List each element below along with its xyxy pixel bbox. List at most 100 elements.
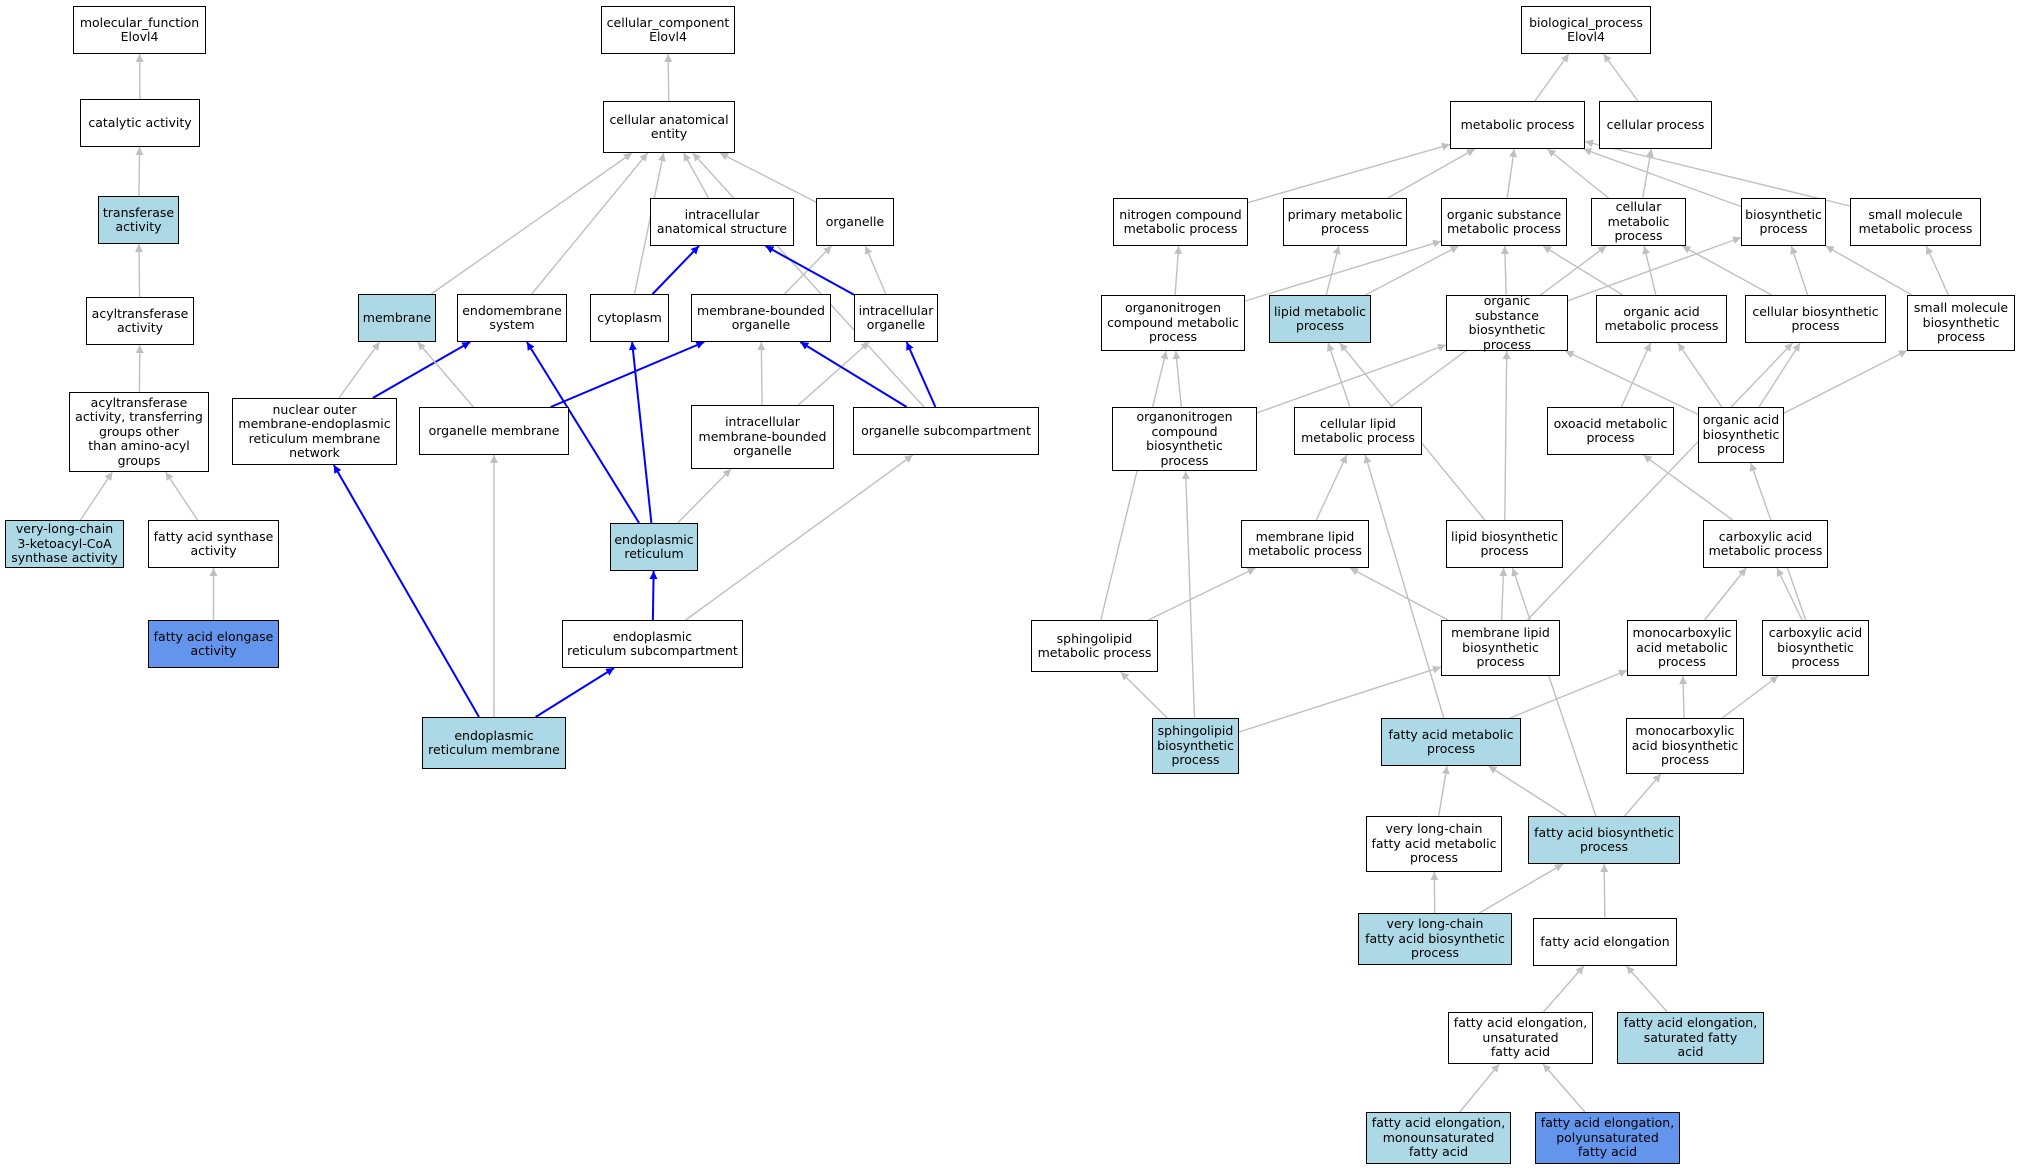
is-a-edge	[1499, 567, 1508, 621]
go-term-node[interactable]: organonitrogen compound biosynthetic pro…	[1112, 407, 1257, 471]
go-term-node[interactable]: biosynthetic process	[1741, 198, 1826, 246]
go-term-node[interactable]: cytoplasm	[590, 294, 669, 342]
is-a-edge	[1488, 765, 1567, 817]
go-term-node[interactable]: organic substance biosynthetic process	[1446, 293, 1568, 351]
is-a-edge	[165, 471, 199, 521]
go-term-node[interactable]: intracellular anatomical structure	[650, 198, 794, 246]
is-a-edge	[1172, 350, 1182, 408]
go-term-node[interactable]: sphingolipid biosynthetic process	[1152, 718, 1239, 774]
go-term-node[interactable]: endoplasmic reticulum membrane	[422, 717, 566, 769]
part-of-edge	[651, 245, 700, 295]
is-a-edge	[1256, 343, 1447, 414]
go-term-node[interactable]: fatty acid elongation, unsaturated fatty…	[1448, 1012, 1593, 1064]
is-a-edge	[1600, 863, 1609, 919]
go-term-node[interactable]: oxoacid metabolic process	[1547, 407, 1674, 455]
part-of-edge	[649, 570, 658, 621]
is-a-edge	[1776, 567, 1803, 621]
go-term-node[interactable]: cellular lipid metabolic process	[1294, 407, 1422, 455]
is-a-edge	[1677, 342, 1723, 408]
go-term-node[interactable]: sphingolipid metabolic process	[1031, 620, 1158, 672]
is-a-edge	[1790, 245, 1809, 296]
is-a-edge	[1438, 765, 1450, 817]
go-term-node[interactable]: fatty acid elongase activity	[148, 620, 279, 668]
is-a-edge	[1244, 239, 1442, 302]
go-term-node[interactable]: cellular metabolic process	[1591, 198, 1686, 246]
is-a-edge	[1502, 350, 1511, 521]
is-a-edge	[1500, 245, 1509, 296]
go-term-node[interactable]: membrane	[358, 294, 436, 342]
is-a-edge	[430, 152, 633, 295]
is-a-edge	[682, 152, 710, 199]
go-term-node[interactable]: cellular anatomical entity	[603, 101, 735, 153]
go-term-node[interactable]: small molecule biosynthetic process	[1907, 295, 2015, 351]
go-term-node[interactable]: cellular_component Elovl4	[601, 6, 735, 54]
go-term-node[interactable]: endoplasmic reticulum subcompartment	[562, 620, 743, 668]
is-a-edge	[1363, 454, 1445, 719]
go-term-node[interactable]: small molecule metabolic process	[1850, 198, 1981, 246]
is-a-edge	[1181, 470, 1196, 719]
go-term-node[interactable]: transferase activity	[98, 196, 179, 244]
is-a-edge	[1174, 245, 1183, 296]
go-term-node[interactable]: monocarboxylic acid metabolic process	[1627, 620, 1737, 676]
go-term-node[interactable]: fatty acid synthase activity	[148, 520, 279, 568]
is-a-edge	[664, 53, 673, 102]
go-term-node[interactable]: endoplasmic reticulum	[610, 523, 698, 571]
go-term-node[interactable]: cellular biosynthetic process	[1745, 295, 1886, 343]
go-term-node[interactable]: catalytic activity	[80, 99, 200, 147]
is-a-edge	[692, 152, 925, 408]
go-term-node[interactable]: very long-chain fatty acid biosynthetic …	[1358, 913, 1512, 965]
go-term-node[interactable]: fatty acid elongation, saturated fatty a…	[1617, 1012, 1764, 1064]
go-term-node[interactable]: membrane lipid biosynthetic process	[1441, 620, 1560, 676]
is-a-edge	[1679, 675, 1688, 719]
go-term-node[interactable]: carboxylic acid metabolic process	[1703, 520, 1828, 568]
go-term-node[interactable]: nitrogen compound metabolic process	[1113, 198, 1248, 246]
go-term-node[interactable]: intracellular organelle	[854, 294, 938, 342]
go-term-node[interactable]: intracellular membrane-bounded organelle	[691, 405, 834, 469]
go-term-node[interactable]: fatty acid elongation	[1533, 918, 1677, 966]
go-term-node[interactable]: organelle subcompartment	[853, 407, 1039, 455]
is-a-edge	[1546, 148, 1610, 199]
is-a-edge	[1506, 148, 1518, 199]
go-term-node[interactable]: organonitrogen compound metabolic proces…	[1101, 295, 1245, 351]
part-of-edge	[799, 341, 908, 408]
go-term-node[interactable]: primary metabolic process	[1283, 198, 1407, 246]
is-a-edge	[1642, 245, 1657, 296]
go-term-node[interactable]: organic substance metabolic process	[1441, 198, 1567, 246]
go-term-node[interactable]: very-long-chain 3-ketoacyl-CoA synthase …	[5, 520, 124, 568]
is-a-edge	[1825, 245, 1913, 296]
go-term-node[interactable]: lipid metabolic process	[1269, 295, 1371, 343]
go-term-node[interactable]: nuclear outer membrane-endoplasmic retic…	[232, 398, 397, 465]
go-term-node[interactable]: molecular_function Elovl4	[73, 6, 206, 54]
go-term-node[interactable]: organelle membrane	[419, 407, 569, 455]
go-term-node[interactable]: organic acid biosynthetic process	[1698, 407, 1784, 463]
is-a-edge	[864, 245, 887, 295]
go-term-node[interactable]: monocarboxylic acid biosynthetic process	[1626, 718, 1744, 774]
go-term-node[interactable]: organic acid metabolic process	[1596, 295, 1727, 343]
is-a-edge	[1620, 342, 1652, 408]
go-term-node[interactable]: membrane-bounded organelle	[691, 294, 831, 342]
is-a-edge	[1365, 245, 1459, 296]
is-a-edge	[338, 341, 381, 399]
go-term-node[interactable]: biological_process Elovl4	[1521, 6, 1651, 54]
go-term-node[interactable]: acyltransferase activity	[86, 297, 194, 345]
go-term-node[interactable]: fatty acid metabolic process	[1381, 718, 1521, 766]
is-a-edge	[1238, 665, 1442, 733]
is-a-edge	[1642, 454, 1734, 521]
go-term-node[interactable]: metabolic process	[1450, 101, 1585, 149]
go-term-node[interactable]: fatty acid elongation, polyunsaturated f…	[1535, 1112, 1680, 1164]
go-term-node[interactable]: endomembrane system	[457, 294, 567, 342]
go-term-node[interactable]: acyltransferase activity, transferring g…	[69, 392, 209, 472]
is-a-edge	[1247, 142, 1451, 204]
is-a-edge	[1100, 350, 1169, 621]
go-term-node[interactable]: organelle	[816, 198, 894, 246]
go-term-node[interactable]: lipid biosynthetic process	[1446, 520, 1563, 568]
go-term-node[interactable]: membrane lipid metabolic process	[1241, 520, 1369, 568]
go-term-node[interactable]: carboxylic acid biosynthetic process	[1762, 620, 1869, 676]
go-term-node[interactable]: cellular process	[1599, 101, 1712, 149]
go-term-node[interactable]: fatty acid biosynthetic process	[1528, 816, 1680, 864]
go-term-node[interactable]: fatty acid elongation, monounsaturated f…	[1366, 1112, 1511, 1164]
is-a-edge	[135, 146, 144, 197]
go-term-node[interactable]: very long-chain fatty acid metabolic pro…	[1366, 816, 1502, 872]
part-of-edge	[550, 341, 705, 408]
